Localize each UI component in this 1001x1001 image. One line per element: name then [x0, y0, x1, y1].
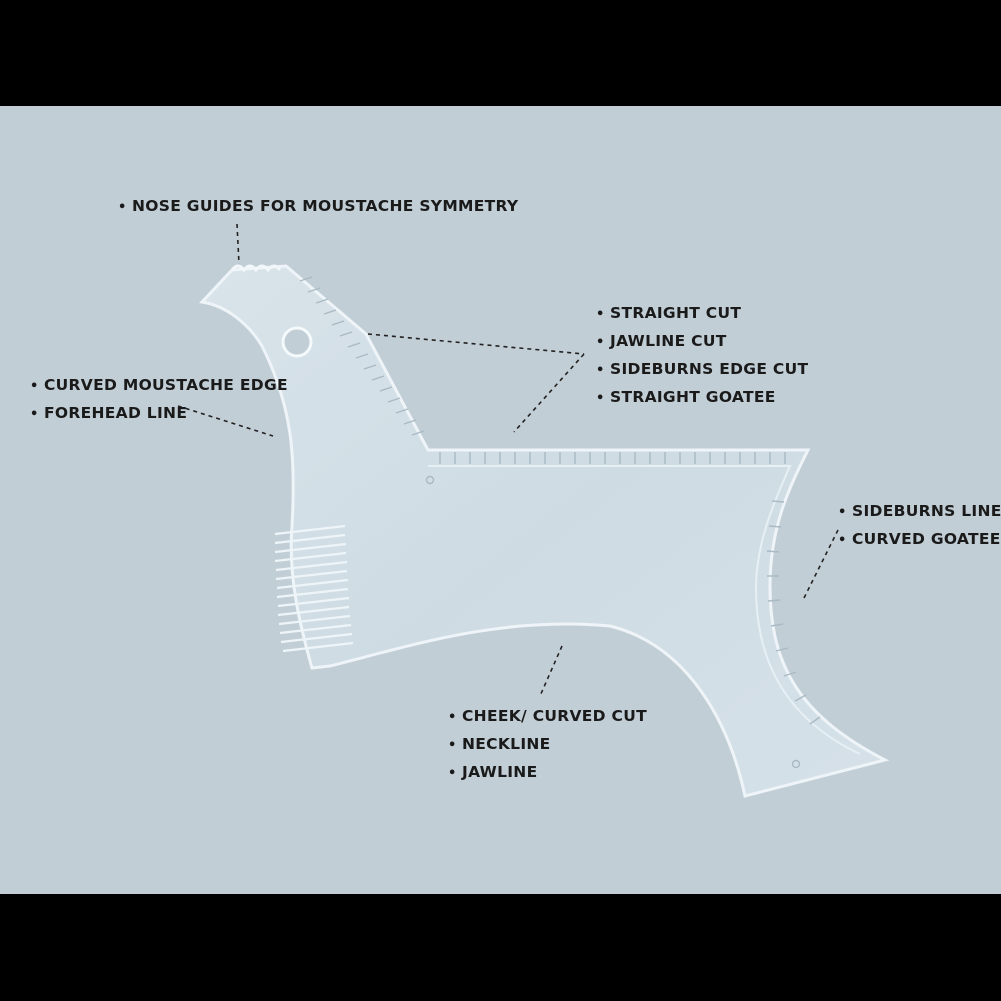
callout-label: SIDEBURNS LINE — [838, 498, 1001, 526]
callout-label: NECKLINE — [448, 731, 647, 759]
callout-label: CHEEK/ CURVED CUT — [448, 703, 647, 731]
callout-label: STRAIGHT GOATEE — [596, 384, 808, 412]
sideburns-callout: SIDEBURNS LINE CURVED GOATEE — [838, 498, 1001, 554]
straight-edge-callout: STRAIGHT CUT JAWLINE CUT SIDEBURNS EDGE … — [596, 300, 808, 412]
diagonal-ruler-ticks — [299, 276, 425, 436]
tool-outline — [198, 264, 890, 798]
callout-label: JAWLINE CUT — [596, 328, 808, 356]
callout-label: JAWLINE — [448, 759, 647, 787]
callout-label: STRAIGHT CUT — [596, 300, 808, 328]
callout-label: SIDEBURNS EDGE CUT — [596, 356, 808, 384]
callout-label: CURVED GOATEE — [838, 526, 1001, 554]
curve-ruler-ticks — [766, 500, 821, 725]
product-photo: NOSE GUIDES FOR MOUSTACHE SYMMETRY STRAI… — [0, 106, 1001, 894]
guide-dot — [791, 759, 801, 769]
cheek-callout: CHEEK/ CURVED CUT NECKLINE JAWLINE — [448, 703, 647, 787]
tool-inner-edge — [428, 465, 861, 755]
hanging-hole — [281, 326, 313, 358]
curved-edge-callout: CURVED MOUSTACHE EDGE FOREHEAD LINE — [30, 372, 288, 428]
callout-label: FOREHEAD LINE — [30, 400, 288, 428]
beard-shaping-tool — [177, 223, 890, 798]
guide-dot — [425, 475, 435, 485]
nose-guides-callout: NOSE GUIDES FOR MOUSTACHE SYMMETRY — [118, 193, 518, 221]
comb-teeth — [274, 524, 354, 653]
nose-notches — [230, 264, 282, 273]
callout-label: CURVED MOUSTACHE EDGE — [30, 372, 288, 400]
callout-label: NOSE GUIDES FOR MOUSTACHE SYMMETRY — [118, 193, 518, 221]
horizontal-ruler-ticks — [439, 452, 786, 464]
